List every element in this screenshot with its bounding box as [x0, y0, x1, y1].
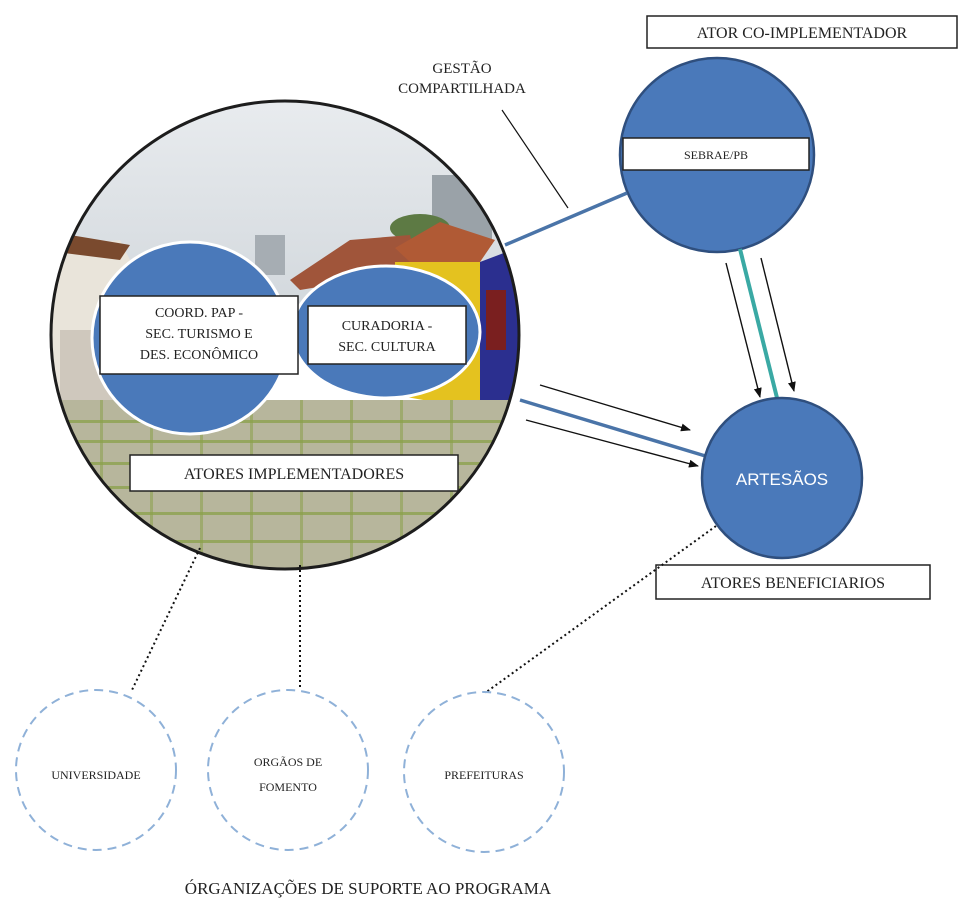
artesaos-node — [700, 396, 864, 560]
orgaos-fomento-node — [207, 689, 369, 851]
link-implementers-artesaos — [519, 398, 713, 460]
implementers-photo-circle — [49, 99, 521, 571]
coord-pap-label-box — [99, 295, 299, 375]
beneficiarios-label-box — [655, 564, 931, 600]
curadoria-line-1: CURADORIA - — [342, 319, 433, 334]
orgaos-line-1: ORGÃOS DE — [254, 755, 322, 769]
dotted-link-universidade — [131, 547, 201, 691]
arrow-sebrae-to-artesaos-left — [725, 262, 762, 398]
sebrae-label: SEBRAE/PB — [684, 148, 748, 162]
beneficiarios-label: ATORES BENEFICIARIOS — [701, 575, 885, 592]
link-sebrae-artesaos — [738, 248, 782, 411]
implementadores-label: ATORES IMPLEMENTADORES — [184, 466, 404, 483]
coord-line-2: SEC. TURISMO E — [145, 327, 252, 342]
arrow-implementers-to-artesaos-top — [539, 384, 691, 432]
curadoria-label-box — [307, 305, 467, 365]
dotted-link-prefeituras — [484, 525, 717, 694]
co-implementer-title-box — [646, 15, 958, 49]
implementadores-label-box — [129, 454, 459, 492]
link-implementers-sebrae — [504, 191, 628, 247]
co-implementer-title: ATOR CO-IMPLEMENTADOR — [697, 25, 908, 42]
arrow-sebrae-to-artesaos-right — [760, 257, 796, 392]
prefeituras-node — [403, 691, 565, 853]
prefeituras-label: PREFEITURAS — [444, 768, 523, 782]
coord-line-1: COORD. PAP - — [155, 306, 243, 321]
universidade-label: UNIVERSIDADE — [51, 768, 140, 782]
artesaos-label: ARTESÃOS — [736, 470, 828, 489]
gestao-line-1: GESTÃO — [432, 61, 491, 77]
coord-line-3: DES. ECONÔMICO — [140, 346, 258, 363]
footer-caption: ÓRGANIZAÇÕES DE SUPORTE AO PROGRAMA — [185, 879, 552, 898]
gestao-line-2: COMPARTILHADA — [398, 81, 526, 97]
sebrae-label-box — [622, 137, 810, 171]
universidade-node — [15, 689, 177, 851]
gestao-pointer-line — [501, 109, 569, 209]
arrow-implementers-to-artesaos-bottom — [525, 419, 699, 468]
curadoria-line-2: SEC. CULTURA — [338, 340, 436, 355]
orgaos-line-2: FOMENTO — [259, 780, 317, 794]
